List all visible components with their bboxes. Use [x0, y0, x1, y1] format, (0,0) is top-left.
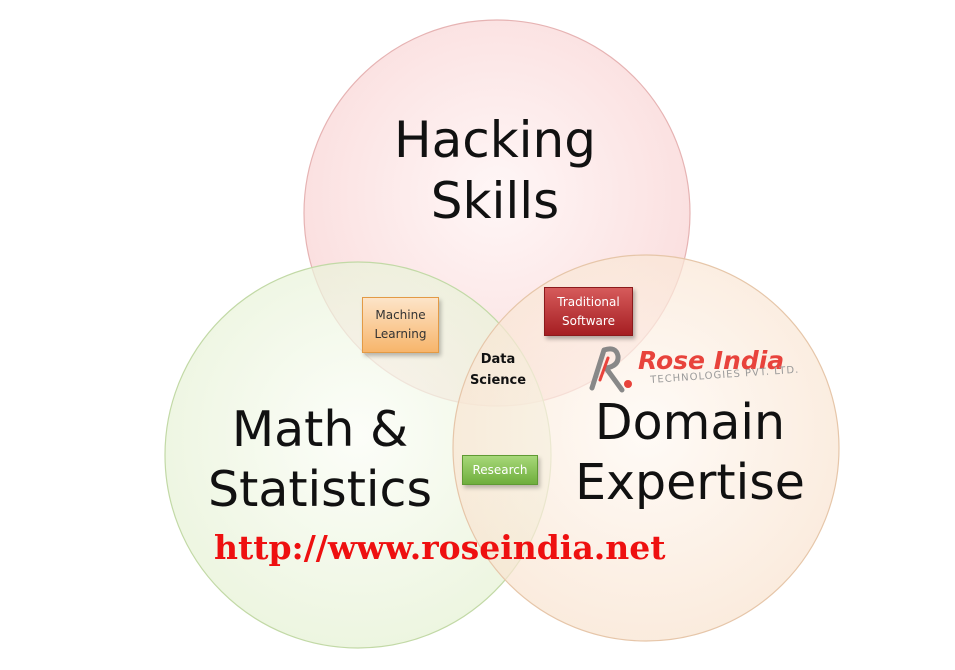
hacking-skills-line-1: Hacking: [393, 111, 596, 169]
data-science-line-2: Science: [469, 372, 527, 388]
traditional-software-box: Traditional Software: [544, 287, 633, 336]
math-statistics-label: Math & Statistics: [170, 400, 470, 520]
logo-main-text: Rose India: [638, 346, 785, 375]
machine-learning-line-1: Machine: [375, 308, 426, 323]
hacking-skills-label: Hacking Skills: [330, 110, 660, 232]
data-science-label: Data Science: [460, 350, 536, 392]
research-label: Research: [472, 462, 528, 477]
rose-india-logo: Rose India TECHNOLOGIES PVT. LTD.: [582, 340, 842, 400]
machine-learning-line-2: Learning: [374, 327, 427, 341]
domain-expertise-line-1: Domain: [594, 394, 786, 451]
traditional-software-line-2: Software: [562, 313, 615, 328]
rose-india-mark-icon: [589, 346, 632, 393]
machine-learning-box: Machine Learning: [362, 297, 439, 353]
traditional-software-line-1: Traditional: [557, 294, 620, 309]
circle-domain-expertise: [452, 254, 840, 642]
domain-expertise-line-2: Expertise: [575, 453, 805, 511]
data-science-line-1: Data: [480, 352, 516, 367]
math-statistics-line-2: Statistics: [208, 460, 432, 518]
math-statistics-line-1: Math &: [231, 401, 409, 458]
research-box: Research: [462, 455, 538, 485]
hacking-skills-line-2: Skills: [430, 172, 560, 230]
domain-expertise-label: Domain Expertise: [545, 393, 835, 513]
website-url: http://www.roseindia.net: [214, 528, 666, 567]
